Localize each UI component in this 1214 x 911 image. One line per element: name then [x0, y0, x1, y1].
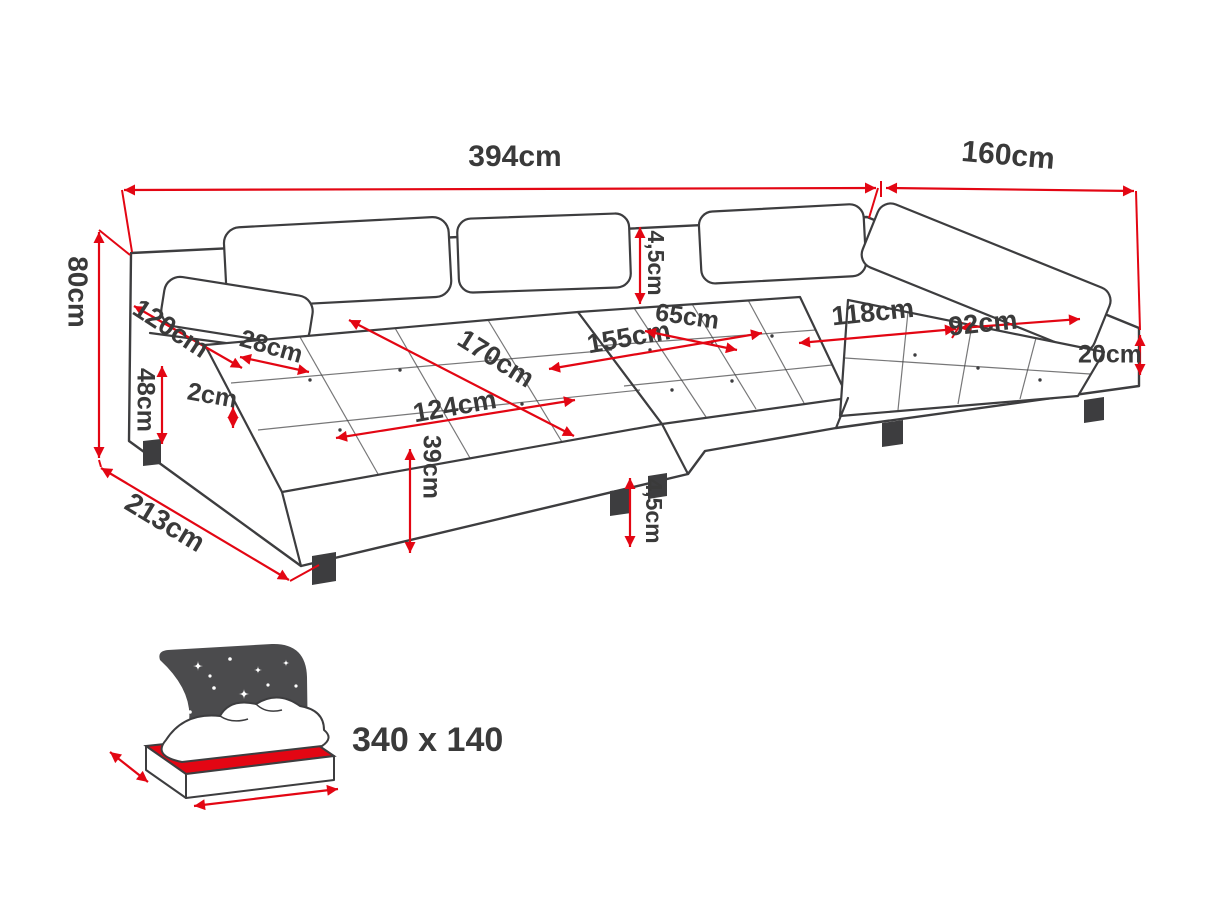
dim-overall-height: 80cm [63, 232, 105, 458]
bed-pillows [160, 696, 330, 763]
dimension-label-back-cushion-thickness: 4,5cm [643, 230, 669, 295]
dim-right-chaise-length: 92cm [947, 305, 1081, 342]
dimension-label-armrest-height: 48cm [131, 368, 159, 432]
leg [648, 473, 667, 499]
dim-armrest-height: 48cm [131, 366, 168, 444]
dimension-line [798, 324, 957, 348]
leg [143, 439, 161, 466]
pillow-crease [255, 703, 283, 712]
leg [610, 488, 631, 516]
dimension-line [644, 327, 738, 354]
dimension-line [123, 182, 877, 196]
dimension-label-right-chaise-length: 92cm [947, 305, 1019, 342]
back-cushion-middle [456, 212, 632, 294]
dimension-line [885, 182, 1135, 197]
leg [1084, 397, 1104, 423]
dimension-line [959, 314, 1081, 333]
leg [312, 552, 336, 585]
front-face-line-middle [660, 422, 690, 476]
sleep-function-icon: 340 x 140 [109, 643, 503, 811]
dimension-label-leg-height: 4,5cm [641, 478, 667, 543]
pillow-crease [219, 715, 249, 722]
mattress-depth-arrow [109, 751, 149, 783]
dimension-line [100, 467, 290, 581]
dimension-line [239, 353, 310, 376]
dimension-line [335, 396, 576, 442]
dimension-label-right-edge-height: 20cm [1078, 341, 1142, 369]
back-cushion-left [222, 216, 453, 309]
dimension-label-seat-height: 39cm [417, 435, 445, 499]
dim-right-edge-height: 20cm [1078, 335, 1146, 375]
dim-right-depth: 160cm [885, 135, 1135, 197]
back-cushion-right [697, 203, 868, 285]
leg [882, 420, 903, 447]
dim-leg-height: 4,5cm [624, 478, 667, 547]
dimension-label-total-width: 394cm [468, 140, 561, 173]
dim-total-width: 394cm [123, 140, 877, 196]
dim-seat-height: 39cm [404, 435, 445, 553]
dimension-line [133, 305, 243, 369]
dimension-label-right-depth: 160cm [960, 135, 1056, 176]
mattress-width-arrow [193, 784, 339, 811]
sleeping-area-label: 340 x 140 [352, 721, 503, 759]
dimension-label-overall-height: 80cm [63, 256, 94, 328]
dim-back-cushion-thickness: 4,5cm [634, 227, 669, 304]
front-face-line-right [834, 396, 850, 430]
